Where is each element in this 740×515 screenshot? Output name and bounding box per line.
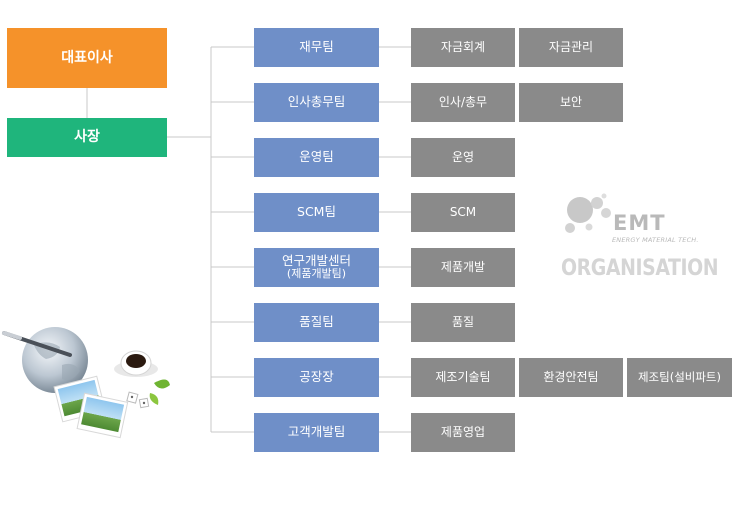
dept-customer-development: 고객개발팀 bbox=[254, 413, 379, 452]
dept-label: SCM팀 bbox=[297, 204, 336, 220]
president-box: 사장 bbox=[7, 118, 167, 157]
dept-label: 고객개발팀 bbox=[287, 424, 346, 440]
dept-label: 연구개발센터 bbox=[281, 252, 351, 268]
dept-scm: SCM팀 bbox=[254, 193, 379, 232]
dept-operations: 운영팀 bbox=[254, 138, 379, 177]
dept-label: 재무팀 bbox=[299, 39, 334, 55]
sub-label: 자금회계 bbox=[440, 39, 486, 54]
dept-label: 품질팀 bbox=[299, 314, 334, 330]
leaves-icon bbox=[149, 379, 170, 405]
sub-label: 인사/총무 bbox=[438, 94, 488, 109]
president-label: 사장 bbox=[74, 129, 100, 146]
sub-unit: 자금관리 bbox=[519, 28, 623, 67]
photo-cards-icon bbox=[53, 375, 129, 439]
dept-label: 운영팀 bbox=[299, 149, 334, 165]
sub-label: 제조팀(설비파트) bbox=[637, 369, 722, 384]
office-illustration bbox=[2, 327, 170, 439]
sub-label: 자금관리 bbox=[548, 39, 594, 54]
sub-unit: 제조기술팀 bbox=[411, 358, 515, 397]
sub-label: 보안 bbox=[559, 94, 583, 109]
sub-unit: 제조팀(설비파트) bbox=[627, 358, 732, 397]
sub-unit: 보안 bbox=[519, 83, 623, 122]
sub-unit: 자금회계 bbox=[411, 28, 515, 67]
dept-finance: 재무팀 bbox=[254, 28, 379, 67]
logo-tagline: ENERGY MATERIAL TECH. bbox=[612, 236, 699, 244]
logo-caption: ORGANISATION bbox=[561, 256, 719, 281]
dept-note: (제품개발팀) bbox=[286, 267, 347, 281]
sub-label: 환경안전팀 bbox=[543, 369, 599, 384]
sub-unit: 제품개발 bbox=[411, 248, 515, 287]
pen-icon bbox=[2, 331, 72, 357]
ceo-box: 대표이사 bbox=[7, 28, 167, 88]
coffee-cup-icon bbox=[114, 350, 158, 377]
sub-unit: 운영 bbox=[411, 138, 515, 177]
sub-label: 제품영업 bbox=[440, 424, 486, 439]
dept-hr-admin: 인사총무팀 bbox=[254, 83, 379, 122]
sub-label: 운영 bbox=[451, 149, 475, 164]
sub-unit: 환경안전팀 bbox=[519, 358, 623, 397]
dept-label: 공장장 bbox=[299, 369, 334, 385]
logo-bubbles-icon bbox=[565, 193, 611, 233]
sub-label: SCM bbox=[449, 204, 477, 219]
sub-unit: 품질 bbox=[411, 303, 515, 342]
dept-plant-manager: 공장장 bbox=[254, 358, 379, 397]
dice-icon bbox=[126, 391, 150, 409]
sub-label: 제품개발 bbox=[440, 259, 486, 274]
sub-unit: 제품영업 bbox=[411, 413, 515, 452]
dept-rnd-center: 연구개발센터 (제품개발팀) bbox=[254, 248, 379, 287]
dept-label: 인사총무팀 bbox=[287, 94, 346, 110]
sub-unit: 인사/총무 bbox=[411, 83, 515, 122]
dept-quality: 품질팀 bbox=[254, 303, 379, 342]
ceo-label: 대표이사 bbox=[61, 49, 113, 66]
emt-logo: EMT ENERGY MATERIAL TECH. ORGANISATION bbox=[558, 190, 738, 290]
sub-label: 제조기술팀 bbox=[435, 369, 491, 384]
sub-label: 품질 bbox=[451, 314, 475, 329]
logo-brand: EMT bbox=[613, 211, 666, 235]
sub-unit: SCM bbox=[411, 193, 515, 232]
